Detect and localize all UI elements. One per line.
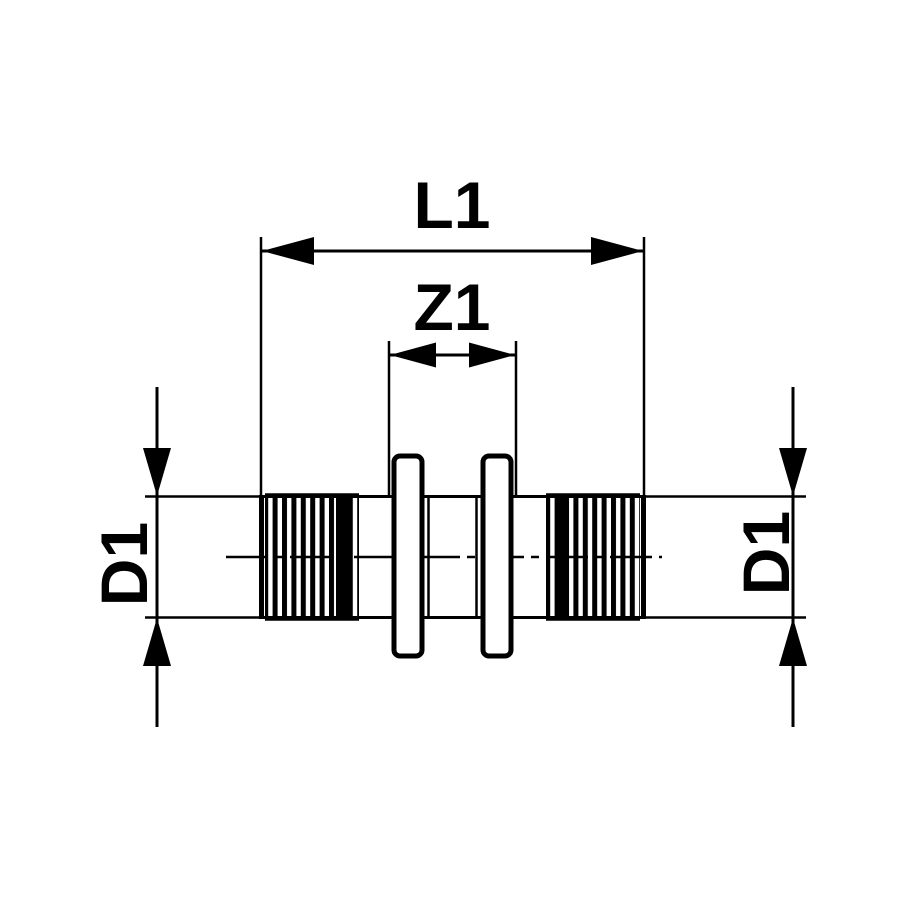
z1-arrowhead-right-icon	[469, 342, 515, 368]
l1-arrowhead-right-icon	[591, 237, 643, 265]
dimension-d1-left: D1	[87, 387, 259, 727]
fitting-body	[259, 453, 646, 659]
l1-label: L1	[413, 168, 490, 242]
ribbed-section-right	[546, 493, 640, 621]
d1-right-arrowhead-down-icon	[779, 448, 807, 496]
ribbed-section-left	[265, 493, 359, 621]
thick-rib-right	[556, 493, 569, 621]
dimension-l1: L1	[259, 168, 646, 495]
d1-left-arrowhead-up-icon	[143, 618, 171, 666]
z1-arrowhead-left-icon	[390, 342, 436, 368]
d1-right-arrowhead-up-icon	[779, 618, 807, 666]
flange-left	[391, 453, 425, 659]
z1-label: Z1	[413, 270, 490, 344]
d1-left-label: D1	[87, 522, 161, 606]
l1-arrowhead-left-icon	[262, 237, 314, 265]
dimension-d1-right: D1	[646, 387, 807, 727]
dimension-z1: Z1	[387, 270, 518, 496]
thick-rib-left	[336, 493, 349, 621]
flange-right	[480, 453, 514, 659]
d1-left-arrowhead-down-icon	[143, 448, 171, 496]
d1-right-label: D1	[729, 511, 803, 595]
